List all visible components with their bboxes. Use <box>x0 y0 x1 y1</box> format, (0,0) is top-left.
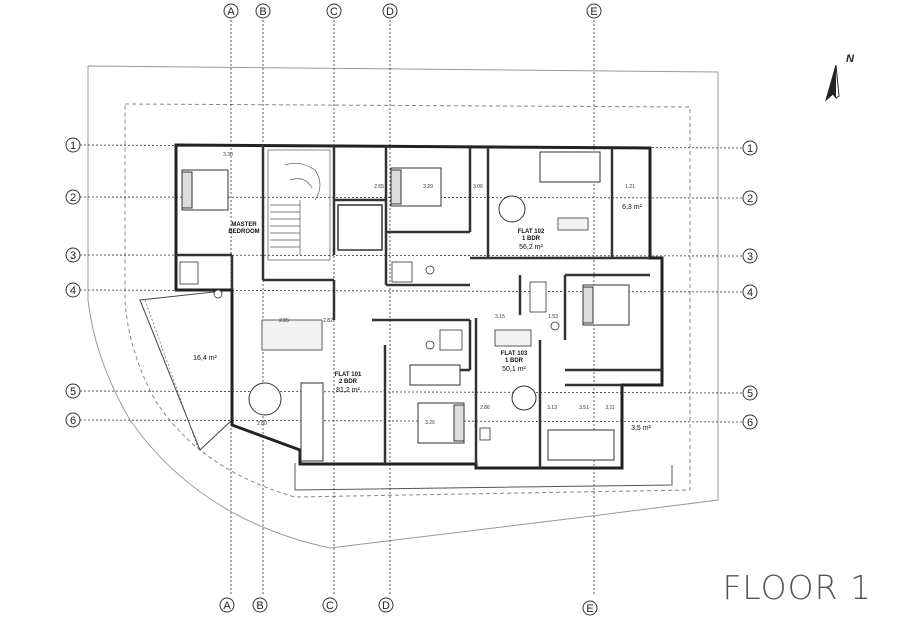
dimension-label: 3.30 <box>223 152 233 158</box>
sofa-flat-101 <box>300 382 324 462</box>
master-bedroom-label: MASTER <box>231 222 257 228</box>
exterior-walls <box>174 143 664 470</box>
grid-label-bottom-d: D <box>382 600 390 612</box>
grid-label-right-6: 6 <box>747 417 753 429</box>
kitchen-counter-flat-102 <box>557 217 589 231</box>
north-arrow-icon <box>825 64 837 102</box>
setback-line <box>124 103 691 498</box>
grid-label-left-3: 3 <box>70 250 76 262</box>
grid-label-left-4: 4 <box>70 285 76 297</box>
grid-label-bottom-c: C <box>326 600 334 612</box>
flat-102-label: FLAT 102 <box>518 229 545 235</box>
grid-label-right-3: 3 <box>747 251 753 263</box>
dimension-label: 3.29 <box>423 184 433 190</box>
grid-label-top-b: B <box>259 6 266 18</box>
flat-101-area: 81,2 m² <box>336 387 360 394</box>
dimension-label: 3.13 <box>547 405 557 411</box>
elevator-shaft <box>337 204 383 251</box>
north-arrow: N <box>825 53 855 102</box>
grid-bubbles-right: 1 2 3 4 5 6 <box>742 140 758 430</box>
dimension-labels: 3.30 3.29 3.06 2.65 2.85 1.21 2.82 3.15 … <box>223 152 635 427</box>
beds <box>181 167 630 444</box>
dining-table-flat-101 <box>248 382 282 416</box>
grid-bubbles-top: A B C D E <box>223 3 602 19</box>
grid-label-right-1: 1 <box>747 143 753 155</box>
bathroom-fixtures <box>179 261 560 441</box>
dimension-label: 3.11 <box>605 405 615 411</box>
dimension-label: 3.15 <box>495 314 505 320</box>
grid-label-top-a: A <box>227 6 235 18</box>
lower-slab <box>294 463 673 491</box>
flat-101-bdr: 2 BDR <box>339 379 358 385</box>
flat-103-bdr: 1 BDR <box>505 358 524 364</box>
dimension-label: 2.85 <box>279 318 289 324</box>
dimension-label: 3.26 <box>425 420 435 426</box>
floor-title: FLOOR 1 <box>722 568 872 607</box>
dimension-label: 2.80 <box>257 421 267 427</box>
flat-103-label: FLAT 103 <box>501 351 528 357</box>
grid-label-bottom-a: A <box>223 600 231 612</box>
sofa-flat-103 <box>547 429 615 461</box>
sofas <box>300 151 615 462</box>
dimension-label: 2.65 <box>374 184 384 190</box>
dimension-label: 3.06 <box>473 184 483 190</box>
sofa-flat-101-b <box>409 364 461 386</box>
dimension-label: 2.86 <box>480 405 490 411</box>
grid-label-right-5: 5 <box>747 388 753 400</box>
grid-bubbles-bottom: A B C D E <box>219 597 598 616</box>
balcony-ne-area: 6,3 m² <box>622 204 643 211</box>
staircase <box>267 149 331 261</box>
kitchens <box>261 217 589 351</box>
terrace-slab <box>139 289 233 451</box>
dining-tables <box>248 195 537 416</box>
kitchen-counter-flat-103 <box>494 329 532 347</box>
site-boundary <box>87 65 719 549</box>
dimension-label: 3.51 <box>579 405 589 411</box>
sofa-flat-102 <box>539 151 601 183</box>
dining-table-flat-102 <box>498 195 526 223</box>
grid-bubbles-left: 1 2 3 4 5 6 <box>65 137 81 428</box>
dimension-label: 1.53 <box>548 314 558 320</box>
kitchen-counter-flat-101 <box>261 319 323 351</box>
flat-103-area: 50,1 m² <box>502 366 526 373</box>
flat-101-label: FLAT 101 <box>335 372 362 378</box>
dining-table-flat-103 <box>511 385 537 411</box>
grid-label-left-5: 5 <box>70 386 76 398</box>
room-labels: MASTER BEDROOM FLAT 101 2 BDR 81,2 m² FL… <box>193 204 651 432</box>
grid-label-bottom-b: B <box>256 600 263 612</box>
flat-102-bdr: 1 BDR <box>522 236 541 242</box>
grid-label-top-c: C <box>330 6 338 18</box>
grid-label-top-e: E <box>590 6 597 18</box>
grid-label-left-6: 6 <box>70 415 76 427</box>
grid-label-right-2: 2 <box>747 193 753 205</box>
balcony-se-area: 3,5 m² <box>631 425 652 432</box>
grid-label-left-1: 1 <box>70 140 76 152</box>
terrace-west-area: 16,4 m² <box>193 355 217 362</box>
north-label: N <box>846 53 855 65</box>
dimension-label: 1.21 <box>625 184 635 190</box>
grid-label-left-2: 2 <box>70 192 76 204</box>
grid-label-top-d: D <box>386 6 394 18</box>
flat-102-area: 56,2 m² <box>519 244 543 251</box>
grid-label-bottom-e: E <box>586 603 593 615</box>
grid-label-right-4: 4 <box>747 287 753 299</box>
terrace-hatch <box>144 299 199 449</box>
dimension-label: 2.82 <box>323 318 333 324</box>
master-bedroom-label-line2: BEDROOM <box>228 229 259 235</box>
